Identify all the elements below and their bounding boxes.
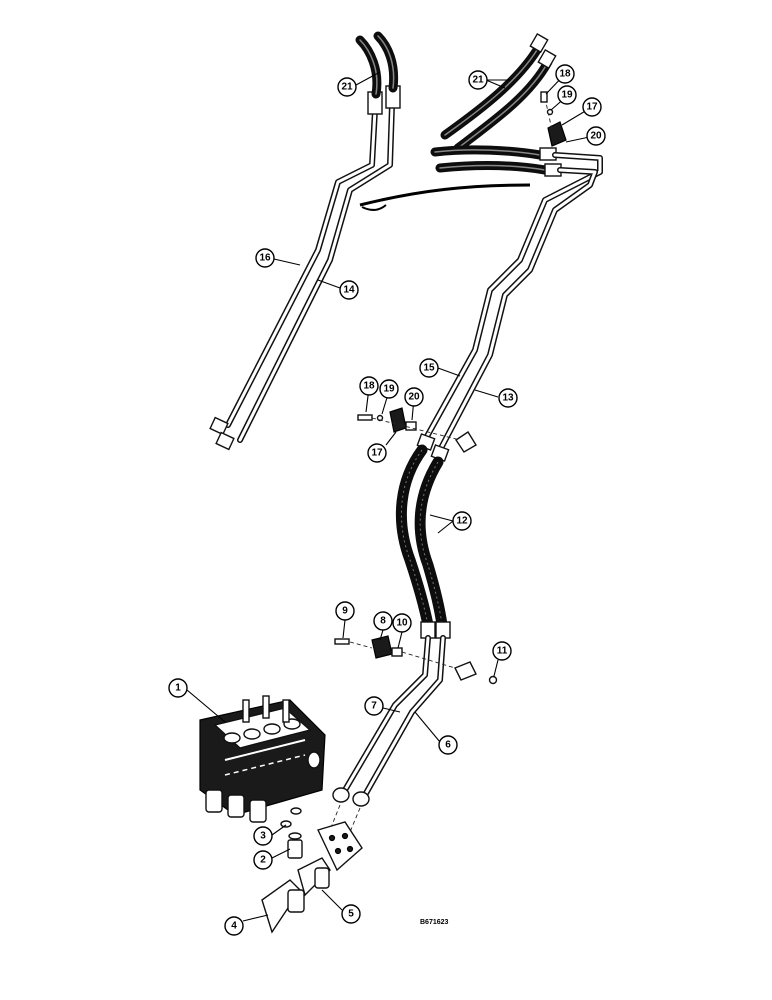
right-top-hoses xyxy=(430,32,567,177)
fittings xyxy=(261,807,363,934)
callout-7: 7 xyxy=(364,696,384,716)
callout-label: 19 xyxy=(561,90,573,101)
callout-label: 18 xyxy=(559,69,571,80)
callout-label: 15 xyxy=(423,363,435,374)
lower-tube-assembly xyxy=(329,635,446,833)
callout-label: 2 xyxy=(260,855,266,866)
callout-label: 5 xyxy=(348,909,354,920)
callout-label: 18 xyxy=(363,381,375,392)
callout-4: 4 xyxy=(224,916,244,936)
callout-17-top: 17 xyxy=(582,97,602,117)
callout-19-top: 19 xyxy=(557,85,577,105)
callout-label: 14 xyxy=(343,285,355,296)
callout-label: 16 xyxy=(259,253,271,264)
callout-label: 17 xyxy=(586,102,598,113)
callout-2: 2 xyxy=(253,850,273,870)
middle-hoses xyxy=(395,444,451,639)
callout-label: 11 xyxy=(497,646,508,657)
control-valve xyxy=(199,695,326,823)
callout-9: 9 xyxy=(335,601,355,621)
clamp-parts-lower xyxy=(334,635,498,685)
callout-14: 14 xyxy=(339,280,359,300)
callout-8: 8 xyxy=(373,611,393,631)
callout-18-top: 18 xyxy=(555,64,575,84)
callout-17-mid: 17 xyxy=(367,443,387,463)
callout-21-right: 21 xyxy=(468,70,488,90)
callout-20-mid: 20 xyxy=(404,387,424,407)
callout-label: 21 xyxy=(341,82,353,93)
callout-label: 20 xyxy=(408,392,420,403)
callout-label: 1 xyxy=(175,683,181,694)
callout-label: 6 xyxy=(445,740,451,751)
callout-label: 17 xyxy=(371,448,383,459)
callout-18-mid: 18 xyxy=(359,376,379,396)
clamp-parts-upper xyxy=(357,407,461,441)
callout-3: 3 xyxy=(253,826,273,846)
callout-15: 15 xyxy=(419,358,439,378)
callout-5: 5 xyxy=(341,904,361,924)
callout-label: 9 xyxy=(342,606,348,617)
callout-label: 8 xyxy=(380,616,386,627)
callout-11: 11 xyxy=(492,641,512,661)
callout-16: 16 xyxy=(255,248,275,268)
callout-1: 1 xyxy=(168,678,188,698)
callout-label: 4 xyxy=(231,921,237,932)
callout-12: 12 xyxy=(452,511,472,531)
callout-label: 3 xyxy=(260,831,266,842)
callout-label: 7 xyxy=(371,701,377,712)
callout-21-left: 21 xyxy=(337,77,357,97)
callout-10: 10 xyxy=(392,613,412,633)
callout-label: 19 xyxy=(383,384,395,395)
callout-6: 6 xyxy=(438,735,458,755)
figure-part-number: B671623 xyxy=(420,919,449,926)
callout-20-top: 20 xyxy=(586,126,606,146)
callout-label: 10 xyxy=(396,618,408,629)
left-hoses xyxy=(355,31,399,99)
right-tube-assembly xyxy=(416,152,603,462)
callout-label: 13 xyxy=(502,393,514,404)
callout-label: 12 xyxy=(456,516,468,527)
callout-13: 13 xyxy=(498,388,518,408)
callout-19-mid: 19 xyxy=(379,379,399,399)
callout-label: 21 xyxy=(472,75,484,86)
callout-label: 20 xyxy=(590,131,602,142)
